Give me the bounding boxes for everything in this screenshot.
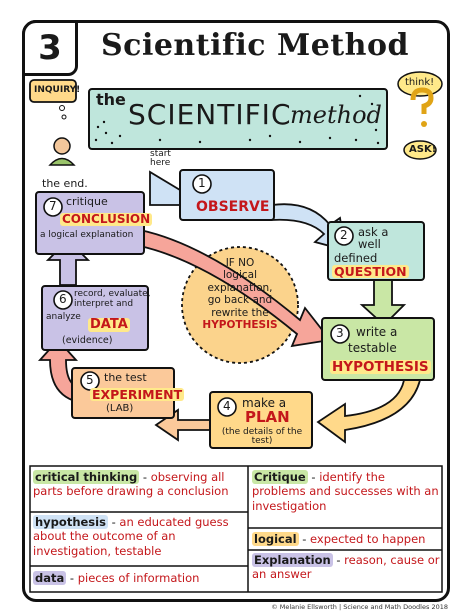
definition-logical: logical - expected to happen	[252, 532, 426, 546]
step-3-line2: testable	[348, 341, 397, 355]
step-2-text-b: defined	[334, 251, 378, 265]
step-2-number: 2	[340, 228, 348, 242]
step-4-key: PLAN	[245, 408, 290, 426]
definition-critical-thinking: critical thinking - observing all parts …	[33, 470, 229, 499]
step-3-number: 3	[336, 326, 344, 340]
step-4-line1: make a	[242, 396, 287, 410]
definition-data: data - pieces of information	[33, 571, 200, 585]
center-circle	[181, 246, 299, 364]
step-6-key: DATA	[88, 317, 130, 332]
ask-label: ASK!	[409, 144, 437, 155]
start-arrow	[149, 170, 181, 206]
start-here-label: start here	[150, 149, 171, 169]
step-7-key: CONCLUSION	[60, 212, 153, 226]
definitions-grid	[29, 465, 443, 593]
credit-text: © Melanie Ellsworth | Science and Math D…	[271, 603, 448, 611]
question-mark-icon	[421, 121, 427, 127]
definition-hypothesis: hypothesis - an educated guess about the…	[33, 515, 229, 558]
step-3-line1: write a	[356, 325, 398, 339]
step-7-line1: critique	[66, 195, 108, 208]
step-7-sub: a logical explanation	[40, 230, 134, 240]
arrow-3-4	[316, 379, 422, 444]
banner-dots	[94, 94, 380, 145]
step-7-number: 7	[49, 199, 57, 213]
banner-method: method	[290, 101, 382, 129]
step-4-number: 4	[223, 399, 231, 413]
step-2-key: QUESTION	[332, 264, 409, 279]
step-6-text-b: analyze	[46, 312, 81, 322]
banner-box	[88, 88, 388, 150]
banner-scientific: SCIENTIFIC	[128, 98, 292, 131]
inquiry-label: INQUIRY!	[34, 85, 81, 95]
step-5-number: 5	[86, 373, 94, 387]
inquiry-sign	[29, 79, 77, 103]
step-5-key: EXPERIMENT	[90, 387, 185, 402]
step-6-sub: (evidence)	[62, 335, 113, 346]
definition-critique: Critique - identify the problems and suc…	[252, 470, 439, 513]
step-1-key: OBSERVE	[196, 199, 270, 215]
step-1-number: 1	[198, 176, 206, 190]
person-icon	[53, 137, 71, 155]
step-5-sub: (LAB)	[106, 403, 134, 414]
banner-the: the	[96, 90, 126, 109]
step-6-text: record, evaluate,interpret and	[74, 289, 151, 310]
page-number: 3	[22, 20, 78, 76]
definition-explanation: Explanation - reason, cause or an answer	[252, 553, 440, 582]
think-label: think!	[405, 77, 435, 88]
step-4-sub: (the details of the test)	[221, 427, 303, 447]
feedback-arrow	[139, 228, 332, 348]
step-3-key: HYPOTHESIS	[330, 359, 431, 375]
page-title: Scientific Method	[101, 28, 409, 63]
step-6-number: 6	[59, 292, 67, 306]
step-5-line1: the test	[104, 371, 147, 384]
the-end-label: the end.	[42, 177, 88, 190]
